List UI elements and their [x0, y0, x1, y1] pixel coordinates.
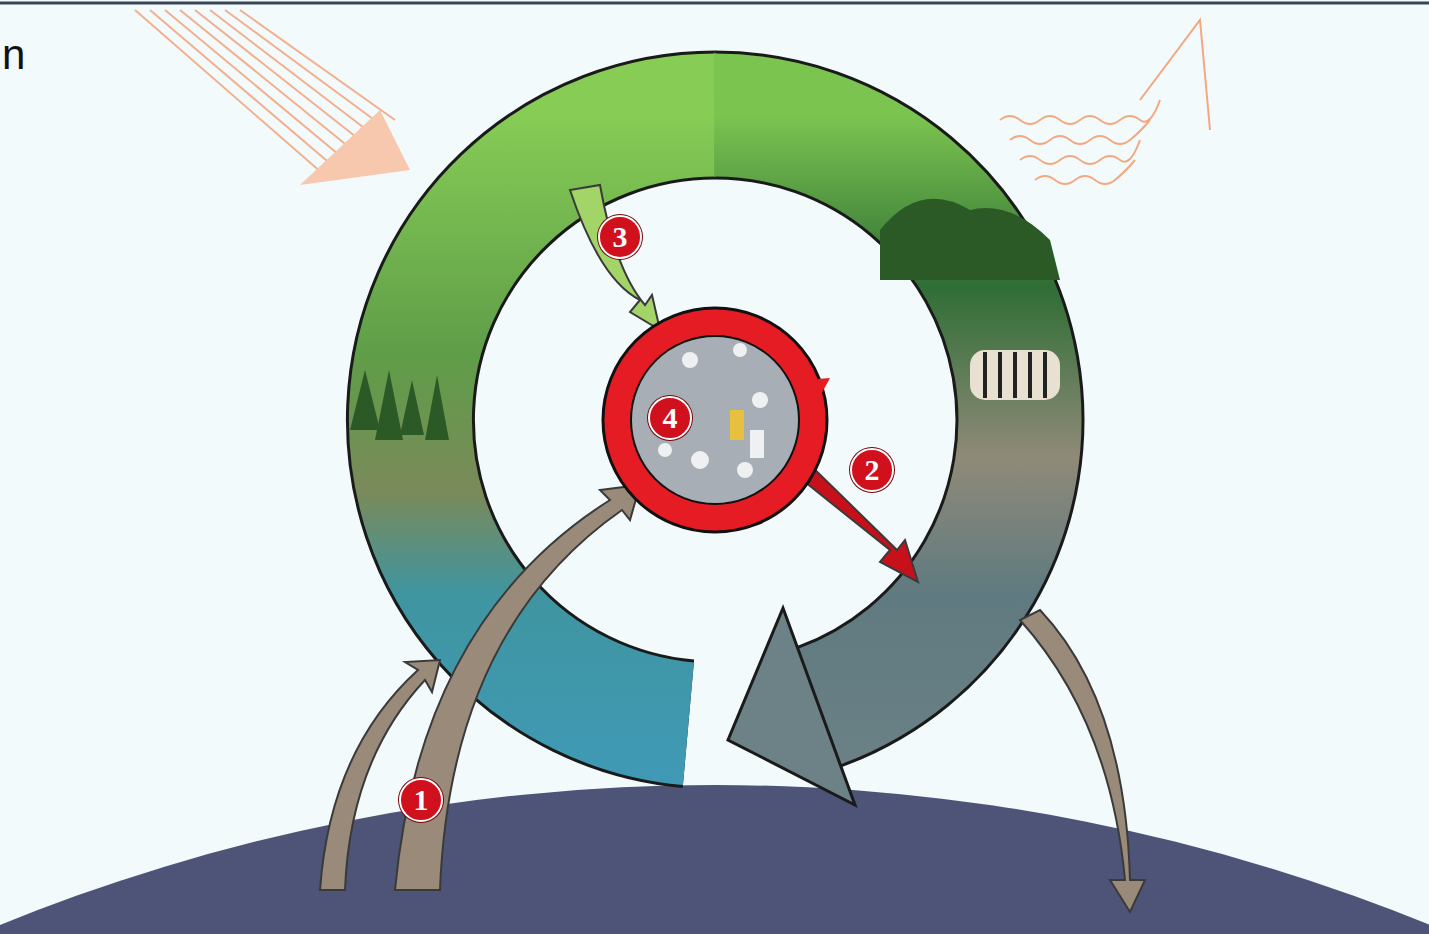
cycle-arrowhead [728, 608, 855, 805]
cycle-ring-outline [410, 115, 715, 724]
inner-cycle-head [805, 378, 830, 400]
incoming-sunlight [135, 10, 410, 185]
zebra-figures [970, 350, 1060, 400]
callout-number: 1 [399, 778, 443, 822]
callout-number: 3 [598, 215, 642, 259]
inner-cycle-arrow [770, 345, 815, 385]
top-rule [0, 2, 1429, 5]
crowd-photo [631, 336, 799, 504]
food-arrow [570, 185, 660, 330]
outgoing-heat [1000, 20, 1210, 184]
callout-number: 2 [850, 448, 894, 492]
human-circle [603, 308, 827, 532]
callout-number: 4 [648, 396, 692, 440]
cropped-text: n [2, 31, 25, 79]
cycle-ring-left [410, 115, 716, 724]
earth-surface [0, 785, 1429, 934]
resource-arrows [320, 485, 1145, 912]
